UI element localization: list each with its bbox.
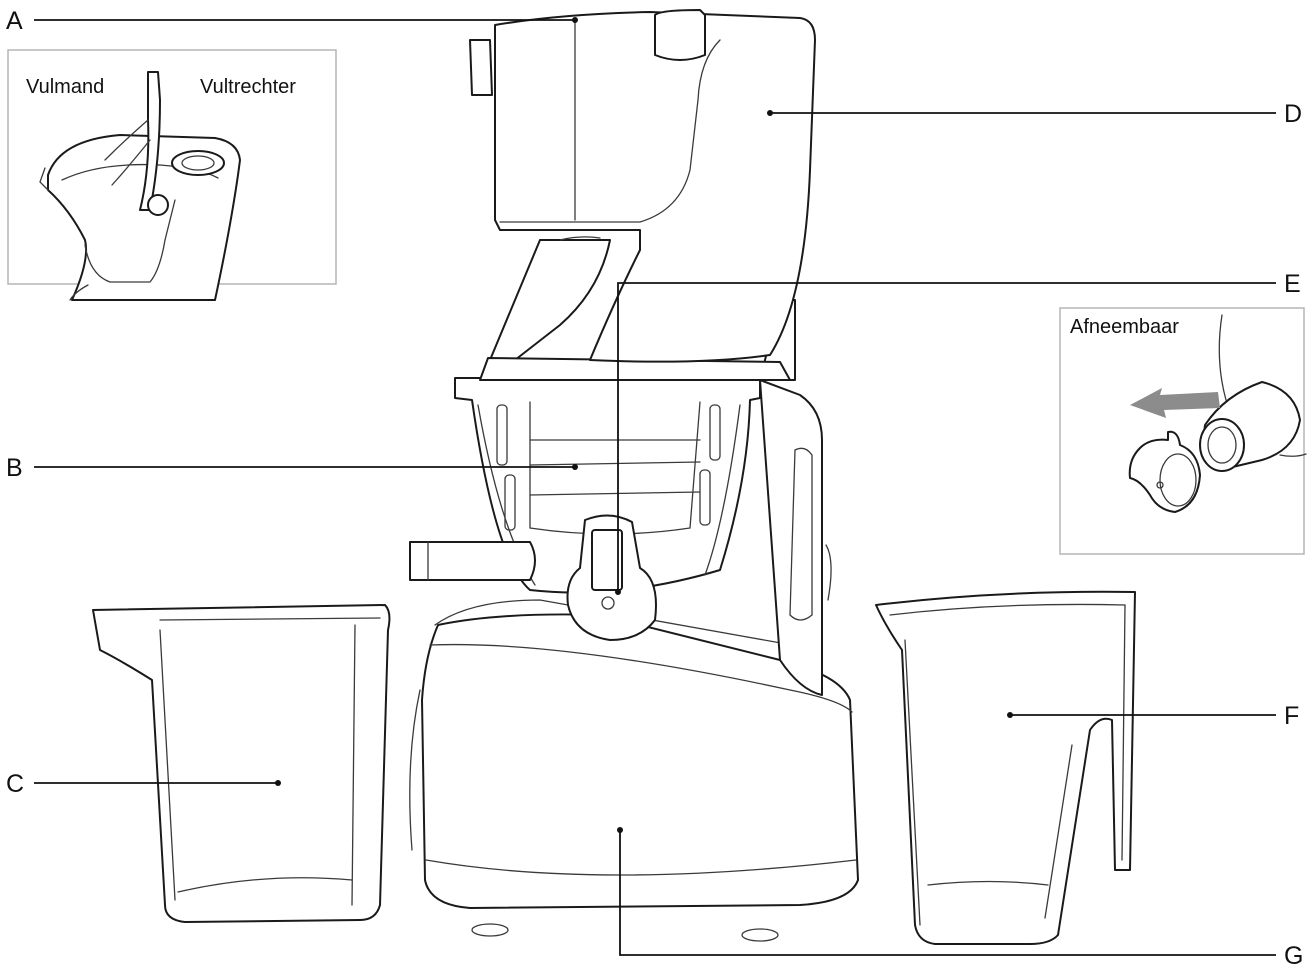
leader-b: [34, 464, 578, 470]
label-f: F: [1284, 702, 1299, 730]
label-c: C: [6, 770, 24, 798]
jug-f-juice-container: [875, 590, 1136, 945]
label-g: G: [1284, 942, 1303, 970]
leader-e: [615, 282, 1276, 595]
label-e: E: [1284, 270, 1301, 298]
leader-a: [34, 17, 578, 23]
label-d: D: [1284, 100, 1302, 128]
inset-feed-chute: Vulmand Vultrechter: [7, 49, 337, 301]
juicer-machine: [409, 9, 859, 942]
chute-neck: [489, 239, 611, 361]
inset-detachable-spout: Afneembaar: [1059, 307, 1307, 555]
leader-d: [767, 110, 1276, 116]
inset-label-afneembaar: Afneembaar: [1070, 316, 1179, 338]
inset-label-vultrechter: Vultrechter: [200, 76, 296, 98]
leader-f: [1007, 712, 1276, 718]
motor-base: [421, 613, 859, 909]
leader-g: [617, 827, 1276, 956]
remove-arrow-icon: [1130, 388, 1220, 418]
spout-cap-icon: [1128, 430, 1201, 513]
pulp-outlet: [409, 541, 536, 581]
inset-label-vulmand: Vulmand: [26, 76, 104, 98]
jug-c-pulp-container: [92, 604, 391, 923]
label-b: B: [6, 454, 23, 482]
rear-housing: [759, 379, 823, 696]
label-a: A: [6, 7, 23, 35]
leader-c: [34, 780, 281, 786]
hopper-icon: [47, 134, 241, 301]
